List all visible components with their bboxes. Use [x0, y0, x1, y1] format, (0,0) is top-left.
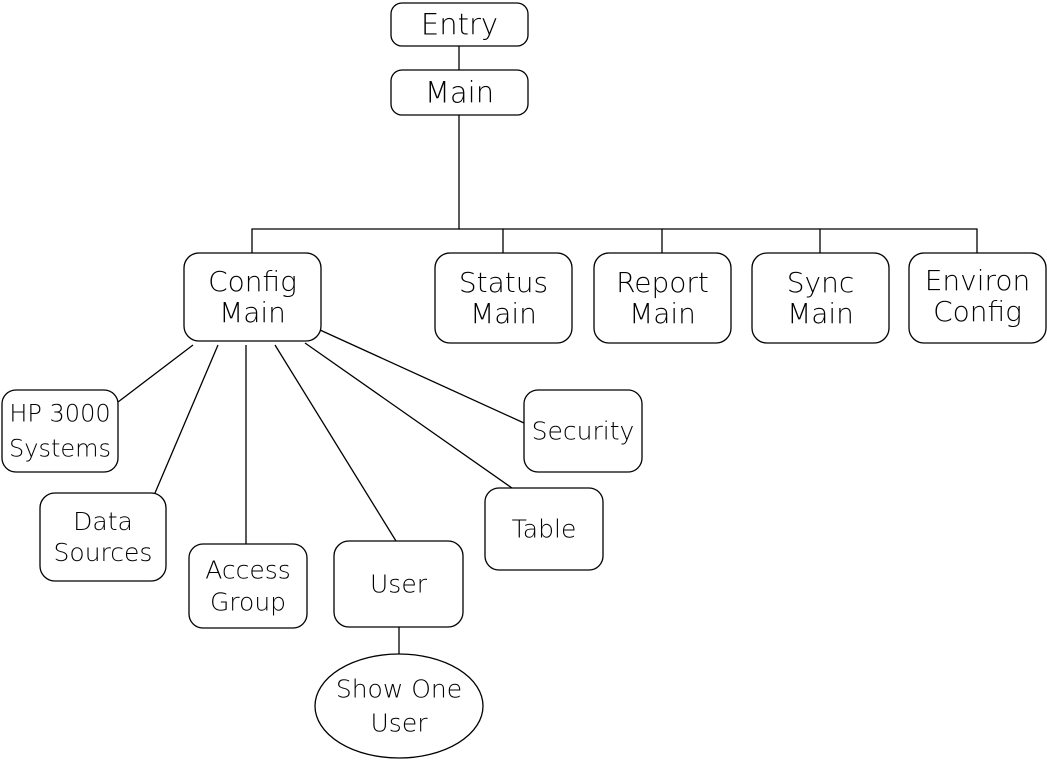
edge-main-to-report-main	[503, 228, 663, 253]
node-security-box	[523, 389, 643, 473]
node-report-main-box	[593, 252, 732, 344]
edge-config-main-to-security	[319, 329, 525, 424]
edges-layer	[117, 46, 978, 654]
edge-config-main-to-table	[304, 342, 513, 489]
node-security-label-line-1: Security	[532, 417, 635, 446]
node-table-box	[484, 487, 604, 571]
node-report-main-label-line-1: Report	[616, 266, 709, 299]
node-environ-config-label-line-2: Config	[933, 295, 1022, 328]
node-status-main-box	[434, 252, 573, 344]
node-main-label-line-1: Main	[425, 76, 494, 110]
node-access-group-label-line-2: Group	[210, 588, 286, 617]
node-sync-main-label-line-2: Main	[787, 297, 854, 330]
node-table-label-line-1: Table	[512, 515, 577, 544]
node-data-sources-box	[39, 492, 167, 582]
edge-main-to-environ-config	[820, 228, 978, 253]
node-show-one-user-label-line-2: User	[371, 709, 429, 738]
edge-main-to-sync-main	[662, 228, 821, 253]
node-report-main-label-line-2: Main	[629, 297, 696, 330]
node-hp3000-systems-box	[1, 389, 119, 473]
node-entry-box	[390, 2, 529, 47]
node-table: Table	[484, 487, 604, 571]
node-main: Main	[390, 69, 529, 116]
edge-config-main-to-hp3000-systems	[117, 344, 194, 403]
node-user-box	[333, 540, 464, 628]
node-access-group-box	[188, 543, 308, 629]
node-config-main-label-line-1: Config	[208, 265, 297, 298]
node-sync-main-box	[751, 252, 890, 344]
edge-config-main-to-data-sources	[154, 344, 219, 494]
node-environ-config-box	[908, 252, 1047, 344]
node-status-main-label-line-1: Status	[459, 266, 548, 299]
node-user: User	[333, 540, 464, 628]
node-show-one-user-label-line-1: Show One	[336, 675, 462, 704]
edge-main-to-status-main	[459, 228, 504, 253]
node-user-label-line-1: User	[370, 570, 428, 599]
node-data-sources-label-line-1: Data	[73, 507, 133, 536]
node-config-main-label-line-2: Main	[219, 296, 286, 329]
node-entry: Entry	[390, 2, 529, 47]
edge-main-to-config-main	[251, 115, 460, 253]
node-hp3000-systems-label-line-1: HP 3000	[9, 400, 110, 428]
node-config-main-box	[183, 252, 322, 342]
node-entry-label-line-1: Entry	[421, 8, 498, 42]
node-main-box	[390, 69, 529, 116]
node-environ-config-label-line-1: Environ	[925, 264, 1031, 297]
node-hp3000-systems-label-line-2: Systems	[9, 435, 111, 463]
node-status-main-label-line-2: Main	[470, 297, 537, 330]
node-security: Security	[523, 389, 643, 473]
node-access-group-label-line-1: Access	[205, 556, 291, 585]
node-show-one-user-box	[314, 653, 484, 759]
node-sync-main-label-line-1: Sync	[787, 266, 854, 299]
edge-config-main-to-user	[274, 344, 397, 542]
node-data-sources-label-line-2: Sources	[54, 538, 153, 567]
